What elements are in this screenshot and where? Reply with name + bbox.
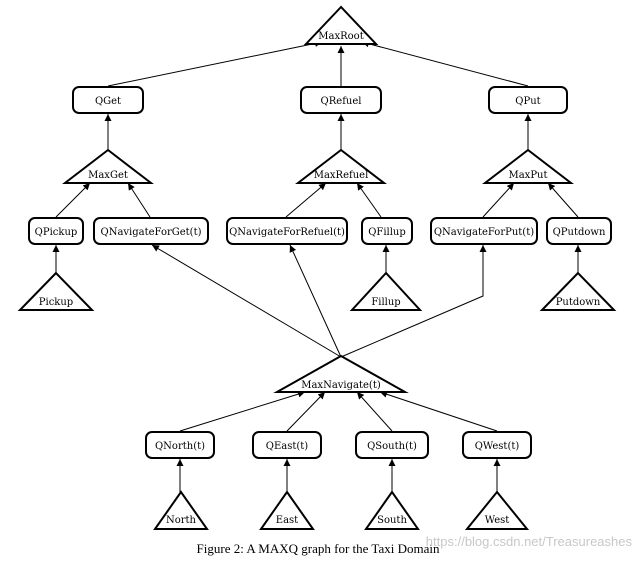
- action-node-fillup: Fillup: [349, 271, 423, 311]
- q-node-south: QSouth(t): [355, 431, 429, 459]
- max-node-navigate: MaxNavigate(t): [273, 354, 409, 393]
- q-node-east: QEast(t): [252, 431, 322, 459]
- edge-qnavforrefuel-maxrefuel: [285, 182, 327, 218]
- graph-edges: [52, 39, 582, 492]
- q-node-north-label: QNorth(t): [155, 441, 205, 452]
- max-node-refuel: MaxRefuel: [295, 148, 387, 184]
- action-node-west-label: West: [485, 515, 510, 526]
- edge-qfillup-maxrefuel: [356, 182, 382, 218]
- max-node-get: MaxGet: [62, 148, 154, 184]
- max-node-root-label: MaxRoot: [318, 31, 363, 42]
- q-node-south-label: QSouth(t): [367, 441, 417, 452]
- edge-maxnav-qnavforget: [151, 244, 342, 358]
- q-node-pickup-label: QPickup: [35, 227, 78, 238]
- edge-qput-maxroot: [361, 40, 529, 87]
- action-node-north-label: North: [166, 515, 197, 526]
- edge-qsouth-maxnav: [356, 391, 393, 432]
- q-node-navigate-for-get-label: QNavigateForGet(t): [101, 227, 202, 238]
- max-node-put-label: MaxPut: [508, 170, 547, 181]
- action-node-pickup-label: Pickup: [39, 297, 73, 308]
- q-node-west: QWest(t): [462, 431, 532, 459]
- q-node-navigate-for-get: QNavigateForGet(t): [93, 217, 209, 245]
- action-node-north: North: [153, 490, 209, 530]
- action-node-pickup: Pickup: [17, 271, 95, 311]
- max-node-navigate-label: MaxNavigate(t): [301, 380, 381, 391]
- q-node-navigate-for-refuel: QNavigateForRefuel(t): [226, 217, 348, 245]
- q-node-north: QNorth(t): [145, 431, 215, 459]
- action-node-south-label: South: [377, 515, 407, 526]
- q-node-refuel-label: QRefuel: [321, 96, 362, 107]
- q-node-navigate-for-put-label: QNavigateForPut(t): [434, 227, 534, 238]
- edge-qwest-maxnav: [379, 390, 498, 432]
- watermark: https://blog.csdn.net/Treasureashes: [426, 534, 633, 549]
- action-node-south: South: [364, 490, 420, 530]
- q-node-put-label: QPut: [515, 96, 540, 107]
- action-node-east: East: [259, 490, 315, 530]
- edge-qputdown-maxput: [547, 182, 579, 218]
- action-node-putdown-label: Putdown: [556, 297, 601, 308]
- q-node-navigate-for-refuel-label: QNavigateForRefuel(t): [229, 227, 345, 238]
- edge-qnavforget-maxget: [127, 182, 151, 218]
- edge-qpickup-maxget: [55, 182, 91, 218]
- action-node-fillup-label: Fillup: [371, 297, 400, 308]
- figure-caption: Figure 2: A MAXQ graph for the Taxi Doma…: [197, 541, 440, 556]
- max-node-refuel-label: MaxRefuel: [314, 170, 369, 181]
- action-node-east-label: East: [276, 515, 298, 526]
- q-node-fillup-label: QFillup: [368, 227, 406, 238]
- edge-maxnav-qnavforput: [340, 245, 487, 358]
- q-node-putdown: QPutdown: [546, 217, 612, 245]
- q-node-pickup: QPickup: [28, 217, 84, 245]
- edge-qeast-maxnav: [286, 391, 326, 432]
- max-node-get-label: MaxGet: [88, 170, 128, 181]
- edge-qget-maxroot: [107, 39, 323, 87]
- edge-qnorth-maxnav: [179, 390, 306, 432]
- action-node-putdown: Putdown: [539, 271, 617, 311]
- q-node-west-label: QWest(t): [475, 441, 520, 452]
- q-node-navigate-for-put: QNavigateForPut(t): [430, 217, 538, 245]
- q-node-east-label: QEast(t): [266, 441, 309, 452]
- max-node-root: MaxRoot: [303, 5, 379, 45]
- edge-maxnav-qnavforrefuel: [289, 244, 342, 358]
- q-node-fillup: QFillup: [361, 217, 413, 245]
- q-node-get-label: QGet: [95, 96, 121, 107]
- action-node-west: West: [464, 490, 530, 530]
- q-node-putdown-label: QPutdown: [553, 227, 606, 238]
- q-node-get: QGet: [72, 86, 144, 114]
- max-node-put: MaxPut: [482, 148, 574, 184]
- edge-qnavforput-maxput: [482, 182, 515, 218]
- q-node-refuel: QRefuel: [300, 86, 382, 114]
- q-node-put: QPut: [488, 86, 568, 114]
